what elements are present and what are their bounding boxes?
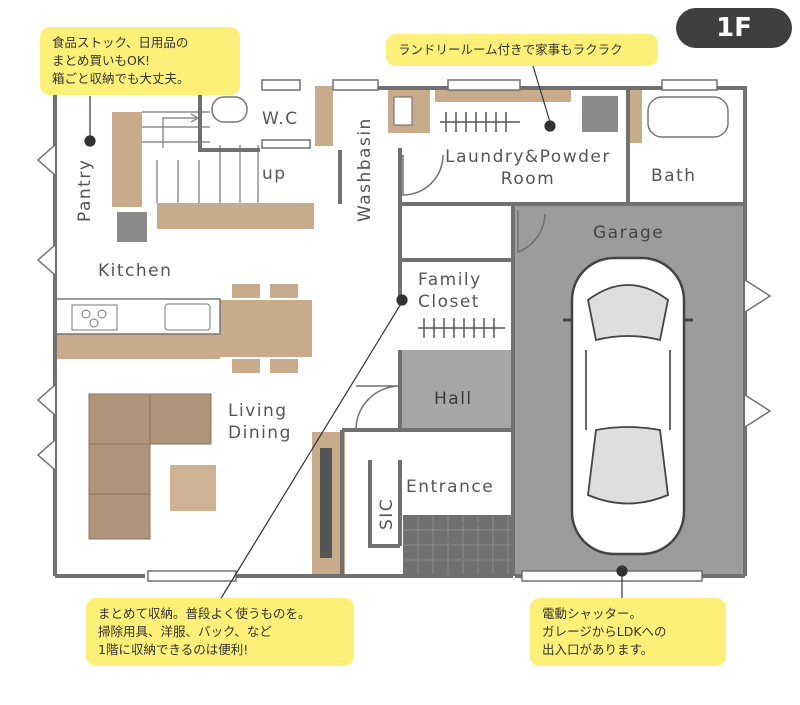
- callout-closet-line1: まとめて収納。普段よく使うものを。: [98, 606, 311, 621]
- shoe-cabinet: [320, 448, 332, 558]
- floor-badge: 1F: [676, 8, 792, 48]
- bay-windows: [36, 144, 772, 471]
- washbasin-unit: [393, 96, 413, 126]
- callout-pantry-line1: 食品ストック、日用品の: [52, 35, 189, 50]
- coffee-table: [170, 465, 216, 511]
- label-laundry-room: Laundry&Powder Room: [438, 146, 618, 190]
- label-living-line1: Living: [228, 401, 288, 421]
- callout-pantry-line3: 箱ごと収納でも大丈夫。: [52, 71, 190, 87]
- callout-pantry: 食品ストック、日用品の まとめ買いもOK! 箱ごと収納でも大丈夫。: [40, 27, 240, 96]
- callout-garage-line2: ガレージからLDKへの: [542, 624, 667, 640]
- label-laundry-line2: Room: [500, 169, 556, 190]
- hall-floor: [400, 350, 513, 430]
- dining-chairs: [232, 284, 298, 373]
- toilet: [211, 96, 248, 123]
- callout-pantry-line2: まとめ買いもOK!: [52, 53, 151, 69]
- callout-garage-line3: 出入口があります。: [542, 642, 654, 658]
- callout-garage-line1: 電動シャッター。: [542, 606, 642, 621]
- label-pantry: Pantry: [75, 158, 95, 222]
- callout-garage: 電動シャッター。 ガレージからLDKへの 出入口があります。: [530, 598, 726, 667]
- label-garage: Garage: [593, 223, 665, 243]
- label-entrance: Entrance: [406, 477, 495, 497]
- label-wc: W.C: [262, 109, 299, 129]
- kitchen-counter: [54, 298, 221, 335]
- label-hall: Hall: [434, 389, 473, 409]
- label-sic: SIC: [377, 497, 397, 530]
- wood-storage: [55, 86, 642, 577]
- label-washbasin: Washbasin: [355, 117, 375, 222]
- label-family-line2: Closet: [418, 292, 480, 313]
- bathtub: [647, 96, 729, 138]
- callout-pointers: [84, 55, 628, 601]
- laundry-appliance: [582, 96, 618, 132]
- windows: [147, 79, 718, 582]
- label-kitchen: Kitchen: [98, 261, 173, 281]
- label-family-line1: Family: [418, 270, 482, 290]
- hanger-rods: [418, 112, 520, 338]
- label-living-dining: Living Dining: [228, 400, 292, 444]
- callout-closet-line3: 1階に収納できるのは便利!: [98, 642, 249, 658]
- callout-laundry: ランドリールーム付きで家事もラクラク: [386, 34, 658, 67]
- doors: [355, 154, 546, 569]
- label-laundry-line1: Laundry&Powder: [445, 147, 611, 167]
- car: [563, 256, 693, 556]
- callout-family-closet: まとめて収納。普段よく使うものを。 掃除用具、洋服、バック、など 1階に収納でき…: [86, 598, 354, 667]
- label-family-closet: Family Closet: [418, 269, 482, 313]
- pantry-column: [117, 212, 147, 242]
- sofa: [88, 393, 212, 540]
- label-up: up: [262, 164, 287, 184]
- entrance-tile-floor: [403, 515, 513, 576]
- label-living-line2: Dining: [228, 423, 292, 444]
- callout-laundry-line1: ランドリールーム付きで家事もラクラク: [398, 42, 623, 57]
- label-bath: Bath: [651, 166, 697, 186]
- callout-closet-line2: 掃除用具、洋服、バック、など: [98, 624, 272, 640]
